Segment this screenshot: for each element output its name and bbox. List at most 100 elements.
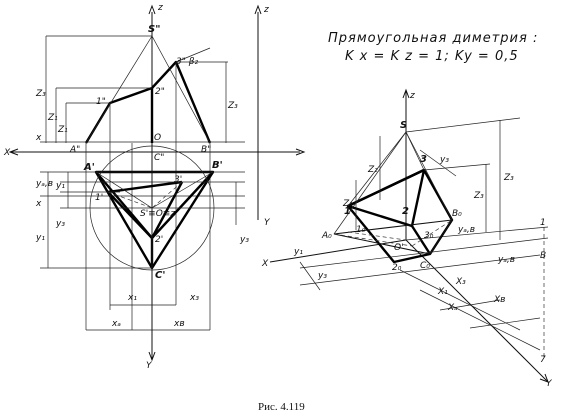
hidden-A-3 [333, 233, 413, 247]
ground-line-3 [399, 269, 521, 331]
Z1b-label: Z₁ [57, 125, 68, 135]
edge-S-1 [347, 131, 407, 207]
XA-dim-label: Xₐ [447, 303, 458, 313]
Y-dim-label: Y [546, 379, 553, 389]
y1b-label: y₁ [35, 233, 45, 243]
hidden-1-O [347, 231, 407, 241]
1-front-label: 1" [96, 97, 106, 107]
figure-caption: Рис. 4.119 [258, 401, 305, 413]
edge-3-2 [410, 169, 426, 227]
1-top-label: 1' [95, 193, 103, 203]
dim-z-arrow [402, 88, 410, 99]
Z3a-dim-label: Z₃ [473, 191, 484, 201]
x-small-label-2: x [35, 199, 42, 209]
Y2-axis-label: Y [264, 218, 271, 228]
edge-1-2 [347, 204, 413, 228]
z2-axis-arrow [254, 4, 262, 15]
top-1-3 [107, 180, 183, 194]
y3b-label: y₃ [239, 235, 249, 245]
Z3b-dim-label: Z₃ [503, 173, 514, 183]
S-dim-label: S [400, 120, 407, 131]
orthographic-views: z z X x x Y Y S" 3" β₂ 1" 2" A" B" O C" … [3, 3, 306, 371]
X3-dim-label: X₃ [455, 277, 466, 287]
title-line-1: Прямоугольная диметрия : [328, 31, 538, 46]
B0-label: B₀ [452, 209, 462, 219]
X1-dim-label: X₁ [437, 287, 448, 297]
xA-label: xₐ [111, 319, 121, 329]
S-front-label: S" [148, 24, 160, 35]
2-0-label: 2₀ [392, 263, 402, 273]
C0-label: C₀ [420, 261, 430, 271]
1-0-label: 1₀ [356, 225, 366, 235]
ground-line-1 [299, 237, 549, 269]
3-dim-label: 3 [420, 154, 427, 165]
y3-dim-label: y₃ [439, 155, 449, 165]
dim-S-top [405, 117, 521, 133]
X-axis-label: X [3, 148, 11, 158]
z2-axis-label: z [263, 5, 269, 15]
X-dim-label: X [261, 259, 269, 269]
ground-line-2 [299, 254, 541, 286]
dim-X-axis [269, 239, 407, 263]
edge-S-B [405, 131, 453, 221]
x-small-label: x [35, 133, 42, 143]
top-1-S [107, 191, 153, 209]
A-top-label: A' [83, 162, 95, 173]
Z1-dim-label: Z₁ [342, 199, 353, 209]
top-B-S [151, 171, 214, 209]
Y-axis-label: Y [146, 361, 153, 371]
title-line-2: K x = K z = 1; Ky = 0,5 [345, 49, 519, 64]
XB-dim-label: Xʙ [493, 295, 505, 305]
dim-horizontal [405, 226, 549, 241]
B-front-label: B" [201, 145, 211, 155]
yAB2-dim-label: yₐ,ʙ [497, 255, 515, 265]
beta-label: 3" β₂ [176, 57, 198, 67]
top-B-2 [151, 171, 214, 239]
y1-dim-label: y₁ [293, 247, 303, 257]
z-axis-label: z [157, 3, 163, 13]
C-top-label: C' [155, 270, 165, 281]
ground-line-6 [469, 317, 541, 329]
dimetric-view: Прямоугольная диметрия : K x = K z = 1; … [261, 31, 553, 389]
top-A-S [95, 171, 153, 209]
1-dim-label: 1 [344, 206, 351, 217]
dim-z-label: z [409, 91, 415, 101]
top-3-2 [150, 181, 184, 239]
dim-Y-arrow [539, 373, 549, 383]
Z2-dim-label: Z₂ [367, 165, 378, 175]
Z3-label: Z₃ [227, 101, 238, 111]
2-dim-label: 2 [402, 206, 409, 217]
B-top-label: B' [212, 160, 223, 171]
y2-axis-arrow [295, 148, 306, 156]
y3a-label: y₃ [55, 219, 65, 229]
front-edge-SA [85, 35, 153, 144]
edge-S-A [333, 131, 407, 235]
ground-line-5 [439, 299, 501, 311]
dim-y3-top [419, 149, 457, 177]
num-1-label: 1 [540, 218, 546, 228]
ground-line-4 [419, 289, 541, 351]
yAB-dim-label: yₐ,ʙ [457, 225, 475, 235]
top-1-2 [107, 191, 153, 239]
beta-line [175, 47, 211, 63]
num-7-label: 7 [540, 355, 546, 365]
dim-3-top [423, 163, 491, 171]
C-front-label: C" [154, 153, 164, 163]
O-label: O [154, 133, 161, 143]
3-top-label: 3' [174, 175, 182, 185]
base-triangle [333, 219, 454, 255]
front-edge-SB [151, 35, 211, 144]
x3-label: x₃ [189, 293, 199, 303]
z-axis-arrow [148, 4, 156, 15]
O-dim-label: O' [394, 243, 404, 253]
x-axis-arrow [8, 148, 19, 156]
ground-line-7 [299, 261, 321, 291]
2-front-label: 2" [155, 87, 165, 97]
y3-dim-label-2: y₃ [317, 271, 327, 281]
edge-S-3 [405, 131, 425, 171]
A0-label: A₀ [321, 231, 332, 241]
B-dim-label: B [540, 251, 546, 261]
yAB-label: yₐ,ʙ [35, 179, 53, 189]
